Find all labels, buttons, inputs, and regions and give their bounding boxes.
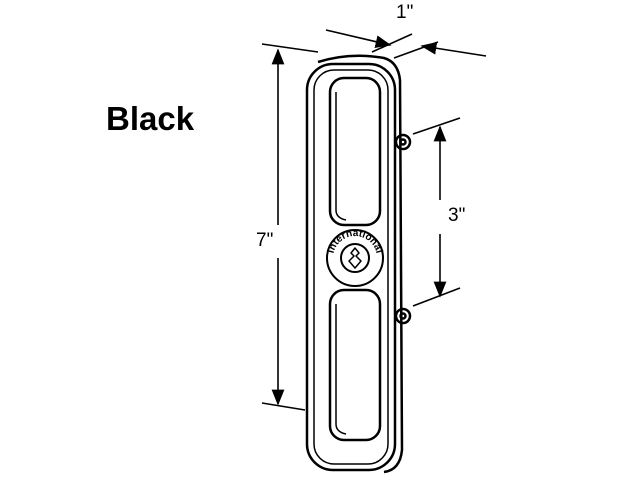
- handle-side: [317, 54, 404, 474]
- bottom-finger-slot: [328, 288, 382, 442]
- handle-face: [305, 62, 397, 472]
- hole-spacing-dimension: 3": [448, 205, 466, 226]
- top-finger-slot: [328, 76, 382, 227]
- width-arrow-right: [420, 41, 487, 57]
- color-label: Black: [106, 100, 195, 137]
- width-arrow-left: [325, 29, 392, 48]
- spacing-ext-bottom: [412, 287, 461, 307]
- height-dimension: 7": [256, 230, 274, 251]
- width-dimension: 1": [396, 2, 414, 23]
- height-ext-top: [261, 43, 319, 53]
- spacing-ext-top: [412, 117, 461, 135]
- mounting-tab-top: [394, 133, 412, 151]
- width-ext-right: [393, 41, 439, 59]
- width-ext-left: [371, 33, 413, 53]
- height-ext-bottom: [261, 402, 306, 411]
- logo: [326, 229, 384, 287]
- mounting-tab-bottom: [394, 307, 412, 325]
